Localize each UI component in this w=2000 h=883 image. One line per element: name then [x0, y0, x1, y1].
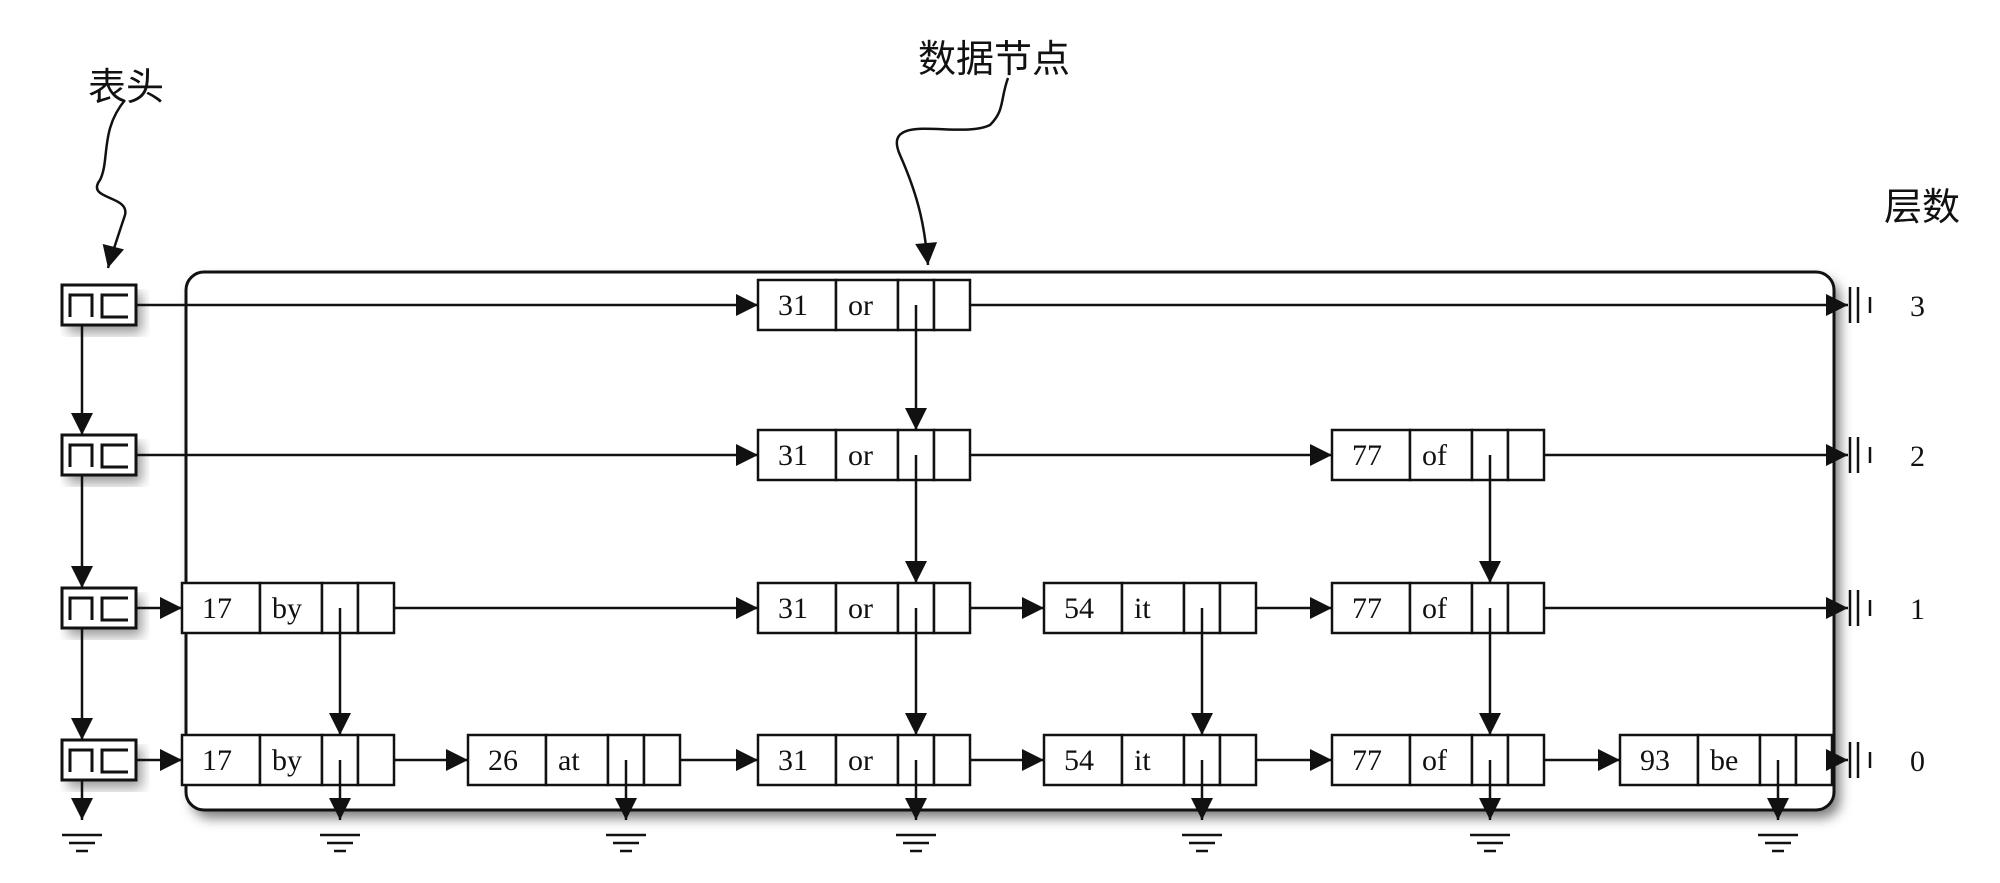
level-number: 0	[1910, 745, 1925, 778]
node-value: or	[848, 592, 873, 625]
node-value: or	[848, 439, 873, 472]
header-pointer-curve	[95, 99, 127, 269]
node-value: of	[1422, 439, 1447, 472]
node-value: at	[558, 744, 580, 777]
header-cell-level-3	[60, 283, 138, 327]
node-cell	[1042, 733, 1124, 787]
header-cell-level-0	[60, 738, 138, 782]
list-container	[184, 270, 1840, 818]
node-cell	[258, 581, 324, 635]
node-cell	[180, 581, 262, 635]
node-key: 17	[202, 744, 232, 777]
level-number: 1	[1910, 593, 1925, 626]
node-cell	[1330, 428, 1412, 482]
node-value: be	[1710, 744, 1738, 777]
node-cell	[932, 733, 972, 787]
node-cell	[932, 428, 972, 482]
node-value: by	[272, 744, 302, 777]
node-cell	[1696, 733, 1762, 787]
header-next-pointer-icon	[68, 748, 94, 772]
node-value: of	[1422, 592, 1447, 625]
node-value: it	[1134, 592, 1151, 625]
node-cell	[834, 733, 900, 787]
node-key: 31	[778, 592, 808, 625]
node-cell	[466, 733, 548, 787]
node-cell	[356, 733, 396, 787]
node-cell	[180, 733, 262, 787]
node-cell	[1506, 428, 1546, 482]
data-node-pointer-curve	[895, 77, 1010, 266]
level-number: 2	[1910, 440, 1925, 473]
node-cell	[258, 733, 324, 787]
node-key: 93	[1640, 744, 1670, 777]
header-down-pointer-icon	[100, 596, 128, 622]
node-key: 17	[202, 592, 232, 625]
node-value: of	[1422, 744, 1447, 777]
levels-label: 层数	[1884, 185, 1960, 229]
node-cell	[642, 733, 682, 787]
node-key: 77	[1352, 439, 1382, 472]
node-cell	[544, 733, 610, 787]
header-next-pointer-icon	[68, 443, 94, 467]
header-next-pointer-icon	[68, 293, 94, 317]
node-cell	[1120, 733, 1186, 787]
header-down-pointer-icon	[100, 748, 128, 774]
node-key: 54	[1064, 592, 1094, 625]
node-cell	[1506, 581, 1546, 635]
header-down-pointer-icon	[100, 443, 128, 469]
node-value: by	[272, 592, 302, 625]
node-key: 31	[778, 744, 808, 777]
node-value: it	[1134, 744, 1151, 777]
node-cell	[756, 581, 838, 635]
node-key: 54	[1064, 744, 1094, 777]
node-cell	[1218, 733, 1258, 787]
header-next-pointer-icon	[68, 596, 94, 620]
header-label: 表头	[88, 65, 164, 109]
node-cell	[1218, 581, 1258, 635]
node-value: or	[848, 744, 873, 777]
node-cell	[356, 581, 396, 635]
header-down-pointer-icon	[100, 293, 128, 319]
node-key: 77	[1352, 744, 1382, 777]
node-value: or	[848, 289, 873, 322]
data-node-label: 数据节点	[918, 37, 1070, 81]
node-key: 77	[1352, 592, 1382, 625]
node-cell	[932, 581, 972, 635]
node-cell	[1506, 733, 1546, 787]
node-cell	[1794, 733, 1834, 787]
node-cell	[932, 278, 972, 332]
header-cell-level-1	[60, 586, 138, 630]
node-key: 31	[778, 439, 808, 472]
node-key: 26	[488, 744, 518, 777]
level-number: 3	[1910, 290, 1925, 323]
node-key: 31	[778, 289, 808, 322]
node-cell	[1120, 581, 1186, 635]
node-cell	[756, 278, 838, 332]
header-cell-level-2	[60, 433, 138, 477]
